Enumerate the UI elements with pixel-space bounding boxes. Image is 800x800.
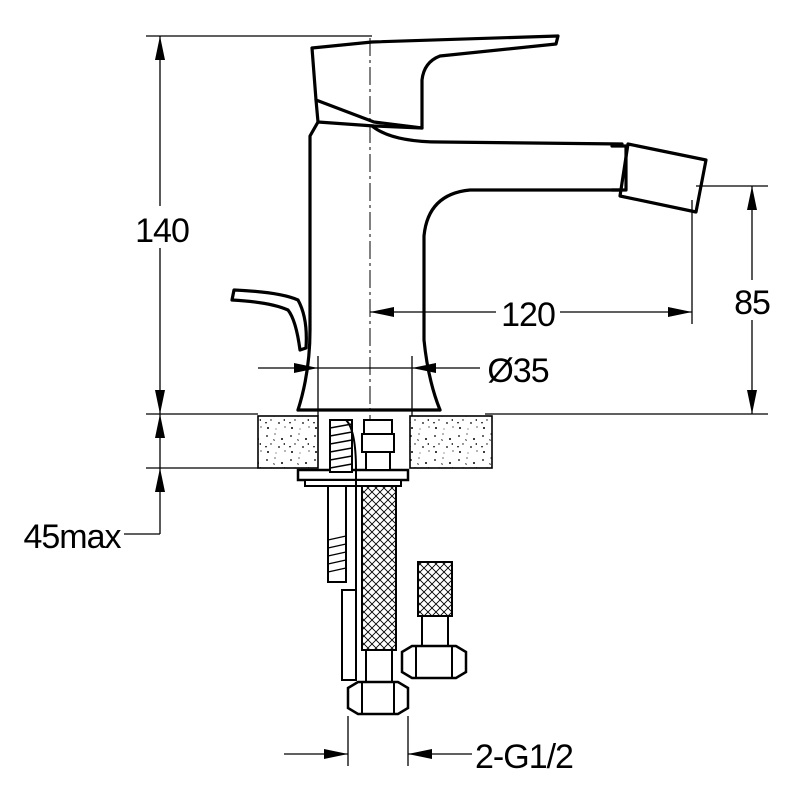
faucet-body bbox=[230, 34, 708, 412]
spout-upper-edge bbox=[370, 124, 624, 146]
label-base-diameter: Ø35 bbox=[487, 352, 548, 390]
handle-cap bbox=[314, 98, 424, 130]
nozzle-head bbox=[618, 142, 708, 214]
label-connection: 2-G1/2 bbox=[475, 738, 573, 776]
dim-spout-height: 85 bbox=[696, 185, 776, 414]
nozzle-connector bbox=[610, 144, 628, 192]
label-spout-height: 85 bbox=[734, 284, 770, 322]
countertop-section bbox=[146, 413, 768, 469]
label-max-thickness: 45max bbox=[23, 518, 121, 556]
popup-lever bbox=[230, 288, 308, 352]
dim-max-thickness: 45max bbox=[23, 414, 165, 556]
body-left-edge bbox=[296, 120, 320, 412]
label-height-total: 140 bbox=[135, 212, 189, 250]
dim-height-total: 140 bbox=[135, 35, 372, 414]
dim-base-diameter: Ø35 bbox=[258, 352, 550, 416]
label-spout-reach: 120 bbox=[501, 296, 555, 334]
dim-connection: 2-G1/2 bbox=[284, 716, 574, 776]
dim-spout-reach: 120 bbox=[370, 200, 693, 334]
handle-lever bbox=[310, 34, 560, 130]
mounting-assembly bbox=[296, 419, 468, 716]
spout-lower-edge bbox=[422, 188, 624, 412]
